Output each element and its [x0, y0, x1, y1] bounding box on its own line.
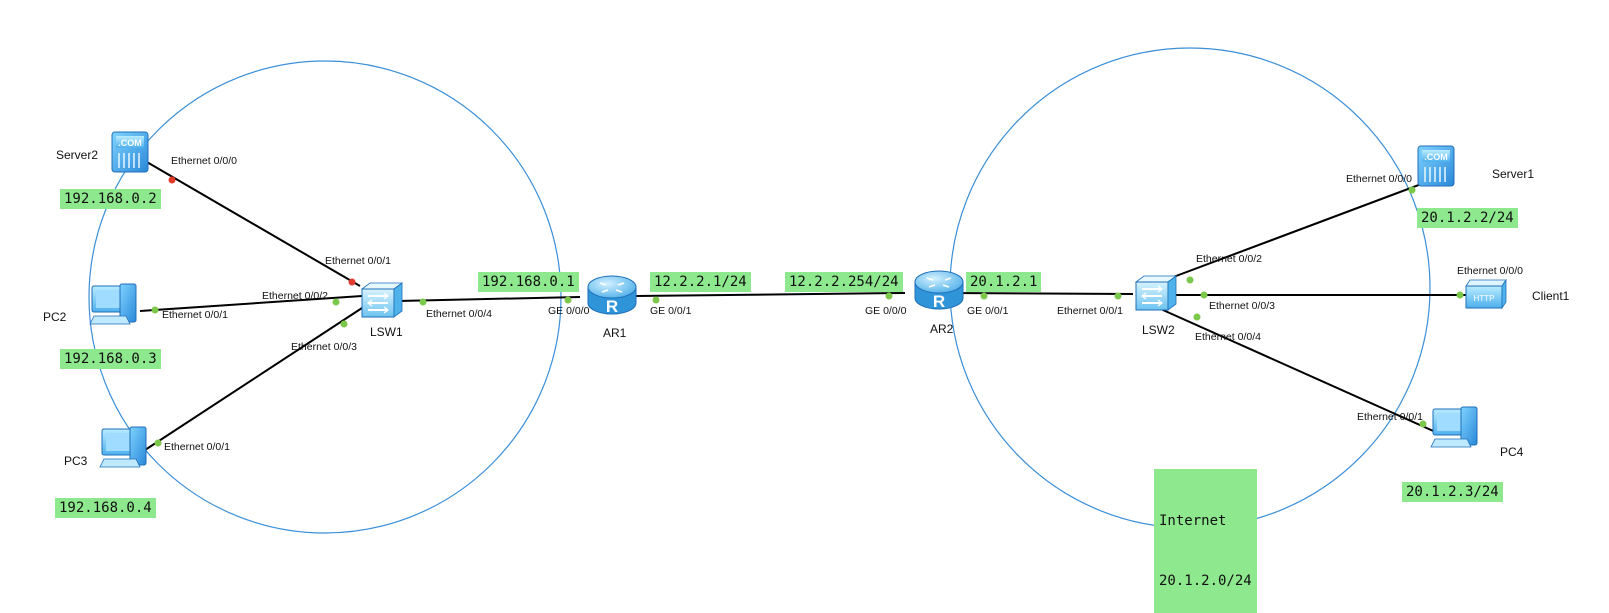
ip-label-internet: Internet 20.1.2.0/24: [1154, 469, 1257, 613]
device-lsw2[interactable]: [1134, 275, 1178, 311]
router-letter: R: [933, 292, 945, 311]
port-label-ar1-ge001: GE 0/0/1: [650, 305, 692, 317]
port-label-pc4-e001: Ethernet 0/0/1: [1357, 411, 1423, 423]
port-label-server2-e000: Ethernet 0/0/0: [171, 155, 237, 167]
ip-label-pc2: 192.168.0.3: [60, 349, 161, 369]
device-lsw1[interactable]: [360, 282, 404, 318]
internet-label-line1: Internet: [1159, 513, 1227, 529]
ip-label-ar1-wan: 12.2.2.1/24: [650, 272, 751, 292]
port-dot-server1-e000: [1408, 186, 1416, 194]
port-label-lsw2-e004: Ethernet 0/0/4: [1195, 331, 1261, 343]
router-letter: R: [606, 297, 618, 316]
ip-label-server2: 192.168.0.2: [60, 189, 161, 209]
port-label-lsw2-e002: Ethernet 0/0/2: [1196, 253, 1262, 265]
ip-label-ar2-wan: 12.2.2.254/24: [785, 272, 903, 292]
port-label-server1-e000: Ethernet 0/0/0: [1346, 173, 1412, 185]
port-dot-client1-e000: [1456, 291, 1464, 299]
port-labels: Ethernet 0/0/0 Ethernet 0/0/1 Ethernet 0…: [162, 155, 1523, 453]
port-dot-pc3-e001: [154, 439, 162, 447]
router-icon: R: [587, 275, 637, 316]
device-label-lsw2: LSW2: [1142, 323, 1175, 337]
internet-label-line2: 20.1.2.0/24: [1159, 573, 1252, 589]
port-label-lsw1-e004: Ethernet 0/0/4: [426, 308, 492, 320]
link-ar2-lsw2[interactable]: [946, 292, 1134, 295]
switch-icon: [360, 282, 404, 318]
port-dot-pc2-e001: [151, 306, 159, 314]
client-screen-text: HTTP: [1474, 294, 1495, 303]
server-screen-text: .COM: [118, 138, 142, 148]
device-label-ar1: AR1: [603, 326, 627, 340]
device-label-server1: Server1: [1492, 167, 1534, 181]
port-label-pc2-e001: Ethernet 0/0/1: [162, 309, 228, 321]
port-dot-pc4-e001: [1419, 420, 1427, 428]
port-label-lsw1-e003: Ethernet 0/0/3: [291, 341, 357, 353]
device-label-lsw1: LSW1: [370, 325, 403, 339]
port-label-ar1-ge000: GE 0/0/0: [548, 305, 590, 317]
device-ar2[interactable]: R: [914, 270, 964, 311]
port-dot-ar2-ge001: [980, 292, 988, 300]
device-server1[interactable]: .COM: [1417, 145, 1455, 187]
device-labels: Server2 PC2 PC3 LSW1 AR1 AR2 LSW2 Server…: [43, 148, 1570, 468]
server-icon: .COM: [1417, 145, 1455, 187]
device-label-ar2: AR2: [930, 322, 954, 336]
port-dot-ar1-ge000: [564, 296, 572, 304]
ip-label-server1: 20.1.2.2/24: [1417, 208, 1518, 228]
server-screen-text: .COM: [1424, 152, 1448, 162]
ip-label-ar2-lan: 20.1.2.1: [966, 272, 1042, 292]
port-dot-ar2-ge000: [885, 292, 893, 300]
device-pc2[interactable]: [89, 283, 137, 325]
ip-label-pc3: 192.168.0.4: [55, 498, 156, 518]
port-label-lsw1-e001: Ethernet 0/0/1: [325, 255, 391, 267]
pc-icon: [1430, 406, 1478, 448]
port-label-ar2-ge001: GE 0/0/1: [967, 305, 1009, 317]
port-label-lsw2-e003: Ethernet 0/0/3: [1209, 300, 1275, 312]
device-label-client1: Client1: [1532, 289, 1570, 303]
port-dot-lsw1-e002: [332, 298, 340, 306]
link-pc2-lsw1[interactable]: [139, 295, 363, 312]
network-topology-diagram: .COM .COM: [43, 47, 1570, 534]
port-dot-lsw1-e003: [340, 320, 348, 328]
port-dot-lsw1-e001: [348, 278, 356, 286]
device-ar1[interactable]: R: [587, 275, 637, 316]
ip-label-pc4: 20.1.2.3/24: [1402, 482, 1503, 502]
device-label-pc4: PC4: [1500, 445, 1524, 459]
device-client1[interactable]: HTTP: [1465, 278, 1507, 310]
client-icon: HTTP: [1465, 278, 1507, 310]
switch-icon: [1134, 275, 1178, 311]
device-pc3[interactable]: [99, 426, 147, 468]
link-lsw2-server1[interactable]: [1151, 176, 1441, 286]
port-label-pc3-e001: Ethernet 0/0/1: [164, 441, 230, 453]
port-dot-lsw2-e004: [1193, 313, 1201, 321]
port-label-ar2-ge000: GE 0/0/0: [865, 305, 907, 317]
pc-icon: [89, 283, 137, 325]
link-lsw1-ar1[interactable]: [397, 296, 581, 302]
device-pc4[interactable]: [1430, 406, 1478, 448]
link-ar1-ar2[interactable]: [635, 292, 906, 297]
port-label-lsw1-e002: Ethernet 0/0/2: [262, 290, 328, 302]
device-server2[interactable]: .COM: [111, 131, 149, 173]
link-lsw2-pc4[interactable]: [1153, 305, 1441, 435]
device-label-pc2: PC2: [43, 310, 67, 324]
port-dot-lsw1-e004: [419, 298, 427, 306]
server-icon: .COM: [111, 131, 149, 173]
port-dot-ar1-ge001: [652, 296, 660, 304]
port-dot-server2-e000: [168, 176, 176, 184]
router-icon: R: [914, 270, 964, 311]
ip-label-ar1-lan: 192.168.0.1: [478, 272, 579, 292]
pc-icon: [99, 426, 147, 468]
port-dot-lsw2-e001: [1114, 292, 1122, 300]
device-label-pc3: PC3: [64, 454, 88, 468]
link-server2-lsw1[interactable]: [139, 157, 361, 287]
port-dot-lsw2-e003: [1200, 291, 1208, 299]
device-label-server2: Server2: [56, 148, 98, 162]
port-dots: [151, 176, 1464, 447]
link-pc3-lsw1[interactable]: [141, 307, 363, 453]
links: [139, 157, 1468, 453]
port-label-lsw2-e001: Ethernet 0/0/1: [1057, 305, 1123, 317]
port-dot-lsw2-e002: [1186, 276, 1194, 284]
port-label-client1-e000: Ethernet 0/0/0: [1457, 265, 1523, 277]
